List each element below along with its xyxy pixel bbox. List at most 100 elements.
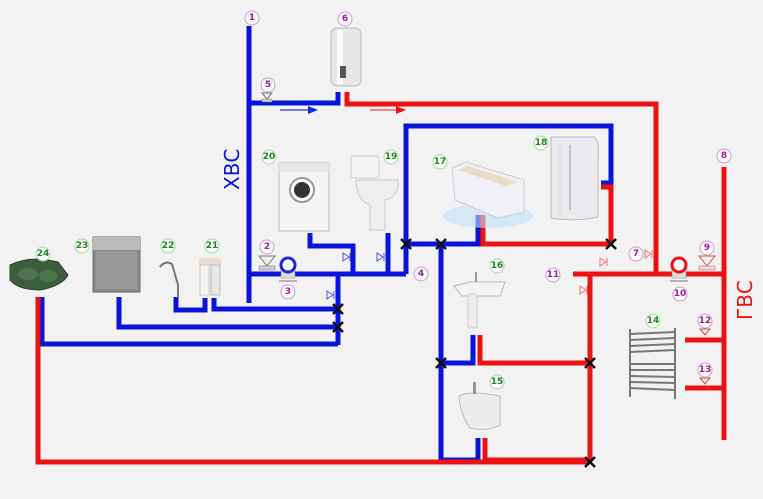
cold-to-heater xyxy=(249,92,341,106)
cold-washer-branch xyxy=(307,233,356,274)
hot-to-shower xyxy=(601,184,614,244)
marker-6: 6 xyxy=(337,11,353,27)
marker-23: 23 xyxy=(74,238,90,254)
marker-22: 22 xyxy=(160,238,176,254)
marker-15: 15 xyxy=(489,374,505,390)
washing-machine xyxy=(278,162,330,232)
svg-text:17: 17 xyxy=(434,157,447,167)
svg-text:12: 12 xyxy=(699,316,712,326)
crossing-icon xyxy=(605,238,617,250)
marker-10: 10 xyxy=(672,286,688,302)
marker-2: 2 xyxy=(259,239,275,255)
marker-18: 18 xyxy=(533,135,549,151)
shutoff-valves xyxy=(257,92,717,385)
shower-cabin xyxy=(550,136,599,221)
svg-text:13: 13 xyxy=(699,365,712,375)
marker-4: 4 xyxy=(413,266,429,282)
marker-19: 19 xyxy=(383,149,399,165)
washbasin xyxy=(453,272,506,329)
hot-to-sink xyxy=(35,297,590,465)
cold-water-meter-icon xyxy=(279,256,297,282)
kitchen-sink xyxy=(9,258,69,291)
crossing-icon xyxy=(435,357,447,369)
pipe-crossings xyxy=(332,238,617,468)
svg-text:6: 6 xyxy=(342,14,348,24)
valve-9-icon xyxy=(697,255,717,271)
svg-text:5: 5 xyxy=(265,80,271,90)
crossing-icon xyxy=(400,238,412,250)
marker-7: 7 xyxy=(628,246,644,262)
valve-13-icon xyxy=(698,377,712,385)
svg-text:1: 1 xyxy=(249,13,255,23)
marker-21: 21 xyxy=(204,238,220,254)
svg-text:10: 10 xyxy=(674,289,687,299)
check-valve-icon xyxy=(644,249,653,259)
crossing-icon xyxy=(332,303,344,315)
svg-text:16: 16 xyxy=(491,261,504,271)
check-valve-icon xyxy=(579,285,588,295)
water-filter xyxy=(199,258,221,296)
hot-water-meter-icon xyxy=(670,256,688,282)
hot-supply-label: ГВС xyxy=(733,280,757,320)
hot-bidet xyxy=(482,438,590,463)
marker-5: 5 xyxy=(260,77,276,93)
crossing-icon xyxy=(332,321,344,333)
cold-tap-line xyxy=(173,297,208,313)
svg-text:22: 22 xyxy=(162,241,175,251)
crossing-icon xyxy=(584,357,596,369)
cold-pipes xyxy=(39,26,614,463)
svg-text:9: 9 xyxy=(704,243,710,253)
marker-16: 16 xyxy=(489,258,505,274)
svg-text:20: 20 xyxy=(263,152,276,162)
valve-5-icon xyxy=(260,92,274,103)
water-heater xyxy=(330,27,362,87)
hot-pipes xyxy=(35,92,727,465)
check-valve-icon xyxy=(326,290,335,300)
toilet xyxy=(350,155,399,231)
hot-flow-arrow-icon xyxy=(396,106,406,114)
check-valve-icon xyxy=(342,252,351,262)
svg-text:8: 8 xyxy=(721,151,727,161)
valve-2-icon xyxy=(257,255,277,271)
hot-from-heater xyxy=(344,92,659,274)
svg-text:18: 18 xyxy=(535,138,548,148)
check-valves xyxy=(326,249,653,300)
dishwasher xyxy=(92,236,141,293)
flow-arrows xyxy=(280,106,406,114)
svg-text:4: 4 xyxy=(418,269,424,279)
cold-to-bath-loop xyxy=(403,123,614,274)
valve-12-icon xyxy=(698,328,712,336)
svg-text:24: 24 xyxy=(37,249,50,259)
svg-text:21: 21 xyxy=(206,241,219,251)
marker-11: 11 xyxy=(545,267,561,283)
svg-text:14: 14 xyxy=(647,316,660,326)
crossing-icon xyxy=(584,456,596,468)
check-valve-icon xyxy=(599,257,608,267)
marker-20: 20 xyxy=(261,149,277,165)
marker-9: 9 xyxy=(699,240,715,256)
marker-12: 12 xyxy=(697,313,713,329)
markers: 1 2 3 4 5 6 7 8 9 10 11 12 13 14 15 16 1… xyxy=(35,10,732,390)
hot-basin xyxy=(477,335,590,366)
marker-24: 24 xyxy=(35,246,51,262)
check-valve-icon xyxy=(376,252,385,262)
svg-text:2: 2 xyxy=(264,242,270,252)
svg-text:11: 11 xyxy=(547,270,560,280)
svg-text:23: 23 xyxy=(76,241,89,251)
filter-tap xyxy=(159,261,179,298)
cold-supply-label: ХВС xyxy=(220,149,244,190)
towel-dryer xyxy=(629,328,676,399)
marker-17: 17 xyxy=(432,154,448,170)
cold-flow-arrow-icon xyxy=(308,106,318,114)
svg-text:3: 3 xyxy=(285,287,291,297)
crossing-icon xyxy=(435,238,447,250)
bathtub xyxy=(443,161,533,228)
marker-14: 14 xyxy=(645,313,661,329)
marker-13: 13 xyxy=(697,362,713,378)
cold-basin-branch xyxy=(441,335,476,366)
bidet xyxy=(458,382,501,430)
cold-dishwasher-line xyxy=(116,297,338,330)
marker-1: 1 xyxy=(244,10,260,26)
